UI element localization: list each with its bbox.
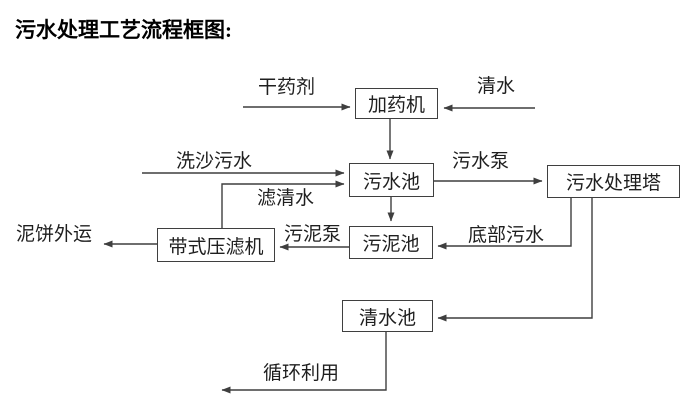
label-recycling: 循环利用 <box>263 363 340 384</box>
label-clear-water: 清水 <box>477 76 516 97</box>
label-sand-washing-sewage: 洗沙污水 <box>176 151 253 172</box>
node-sewage-pool: 污水池 <box>349 163 434 197</box>
node-dosing-machine: 加药机 <box>355 88 438 119</box>
node-clear-water-pool: 清水池 <box>342 300 433 332</box>
edge-filtered-water-to-sewage-pool <box>221 180 345 228</box>
node-sewage-treatment-tower: 污水处理塔 <box>547 165 680 198</box>
edge-bottom-sewage-to-sludge-pool <box>437 198 572 250</box>
label-bottom-sewage: 底部污水 <box>468 225 545 246</box>
label-mud-cake-out: 泥饼外运 <box>16 224 93 245</box>
label-dry-agent: 干药剂 <box>258 77 316 98</box>
label-sludge-pump: 污泥泵 <box>284 224 342 245</box>
page-title: 污水处理工艺流程框图: <box>15 18 232 42</box>
node-sludge-pool: 污泥池 <box>349 226 433 259</box>
edge-recycling-out <box>221 332 387 394</box>
label-filtered-water: 滤清水 <box>257 188 315 209</box>
node-belt-filter-press: 带式压滤机 <box>157 228 275 262</box>
label-sewage-pump: 污水泵 <box>452 151 510 172</box>
edge-tower-to-clear-water-pool <box>437 198 593 322</box>
